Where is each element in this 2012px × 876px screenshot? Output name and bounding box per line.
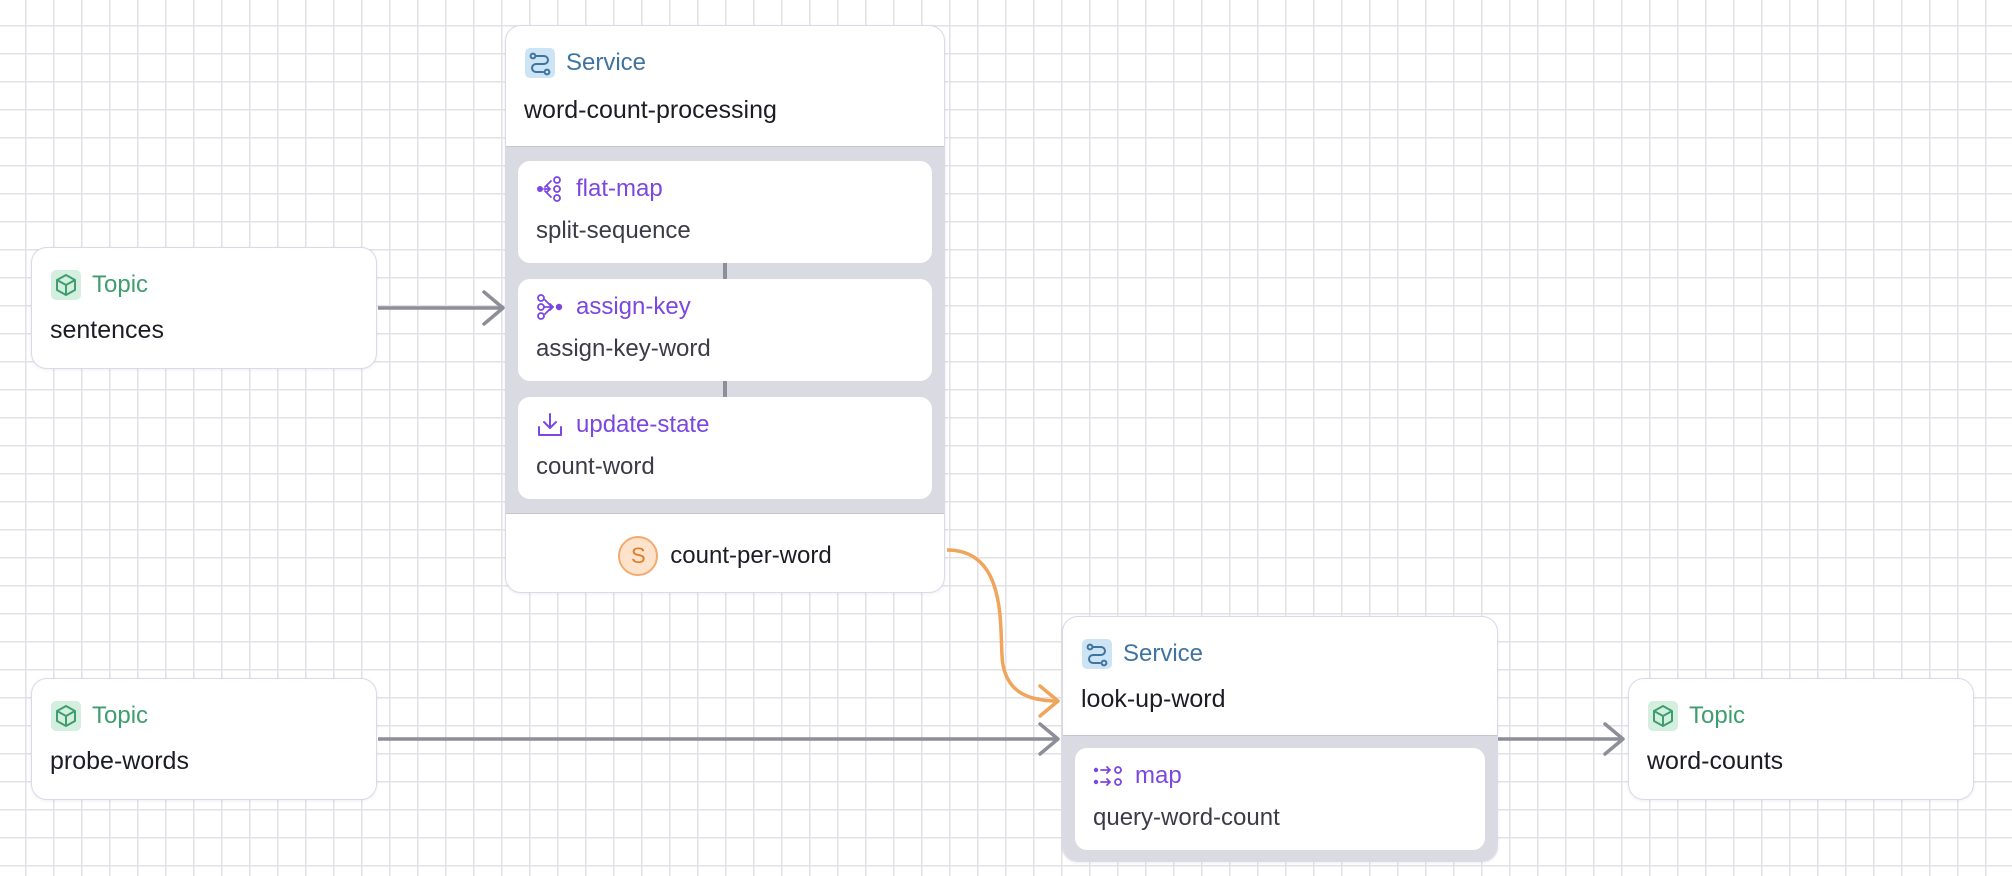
assign-key-icon — [537, 294, 563, 320]
topic-header: Topic — [1647, 699, 1973, 733]
topic-name: probe-words — [50, 747, 189, 775]
processor-name: count-word — [536, 453, 655, 480]
service-icon — [525, 48, 555, 78]
processor-type-label: update-state — [576, 411, 710, 438]
topic-node-probe-words[interactable]: Topic probe-words — [31, 678, 377, 800]
processor-name: query-word-count — [1093, 804, 1280, 831]
cube-icon — [51, 270, 81, 300]
download-icon — [538, 413, 562, 436]
state-store-count-per-word[interactable]: S count-per-word — [506, 514, 944, 592]
service-header: Service look-up-word — [1063, 617, 1497, 735]
edge-count-per-word-to-look-up-word — [946, 548, 1060, 718]
topic-name: word-counts — [1647, 747, 1784, 775]
topic-name: sentences — [50, 316, 164, 344]
topic-node-sentences[interactable]: Topic sentences — [31, 247, 377, 369]
state-store-name: count-per-word — [670, 542, 832, 569]
state-store-badge: S — [618, 536, 659, 576]
processor-type-label: flat-map — [576, 175, 663, 202]
topic-type-label: Topic — [1689, 702, 1746, 729]
flat-map-icon — [537, 176, 561, 202]
topic-type-label: Topic — [92, 702, 149, 729]
processor-type-label: assign-key — [576, 293, 691, 320]
processor-area: map query-word-count — [1063, 735, 1497, 861]
processor-connector — [518, 259, 932, 283]
processor-connector — [518, 377, 932, 401]
processor-name: assign-key-word — [536, 335, 711, 362]
processor-name: split-sequence — [536, 217, 691, 244]
processor-node-count-word[interactable]: update-state count-word — [518, 397, 932, 499]
edge-probe-words-to-look-up-word — [378, 722, 1060, 756]
processor-type-label: map — [1135, 762, 1182, 789]
processor-node-split-sequence[interactable]: flat-map split-sequence — [518, 161, 932, 263]
topic-header: Topic — [50, 699, 376, 733]
service-type-label: Service — [1123, 640, 1204, 667]
topic-header: Topic — [50, 268, 376, 302]
processor-node-query-word-count[interactable]: map query-word-count — [1075, 748, 1485, 850]
service-name: look-up-word — [1081, 685, 1226, 713]
map-icon — [1093, 766, 1122, 786]
edge-sentences-to-word-count-processing — [378, 290, 505, 326]
cube-icon — [51, 701, 81, 731]
cube-icon — [1648, 701, 1678, 731]
service-name: word-count-processing — [524, 96, 777, 124]
service-icon — [1082, 639, 1112, 669]
processor-node-assign-key-word[interactable]: assign-key assign-key-word — [518, 279, 932, 381]
processor-area: flat-map split-sequence assign-key assi — [506, 146, 944, 514]
topic-node-word-counts[interactable]: Topic word-counts — [1628, 678, 1974, 800]
service-type-label: Service — [566, 49, 647, 76]
topic-type-label: Topic — [92, 271, 149, 298]
service-node-word-count-processing[interactable]: Service word-count-processing flat-map — [505, 25, 945, 593]
service-header: Service word-count-processing — [506, 26, 944, 146]
edge-look-up-word-to-word-counts — [1498, 722, 1625, 756]
service-node-look-up-word[interactable]: Service look-up-word map query-word-coun… — [1062, 616, 1498, 862]
